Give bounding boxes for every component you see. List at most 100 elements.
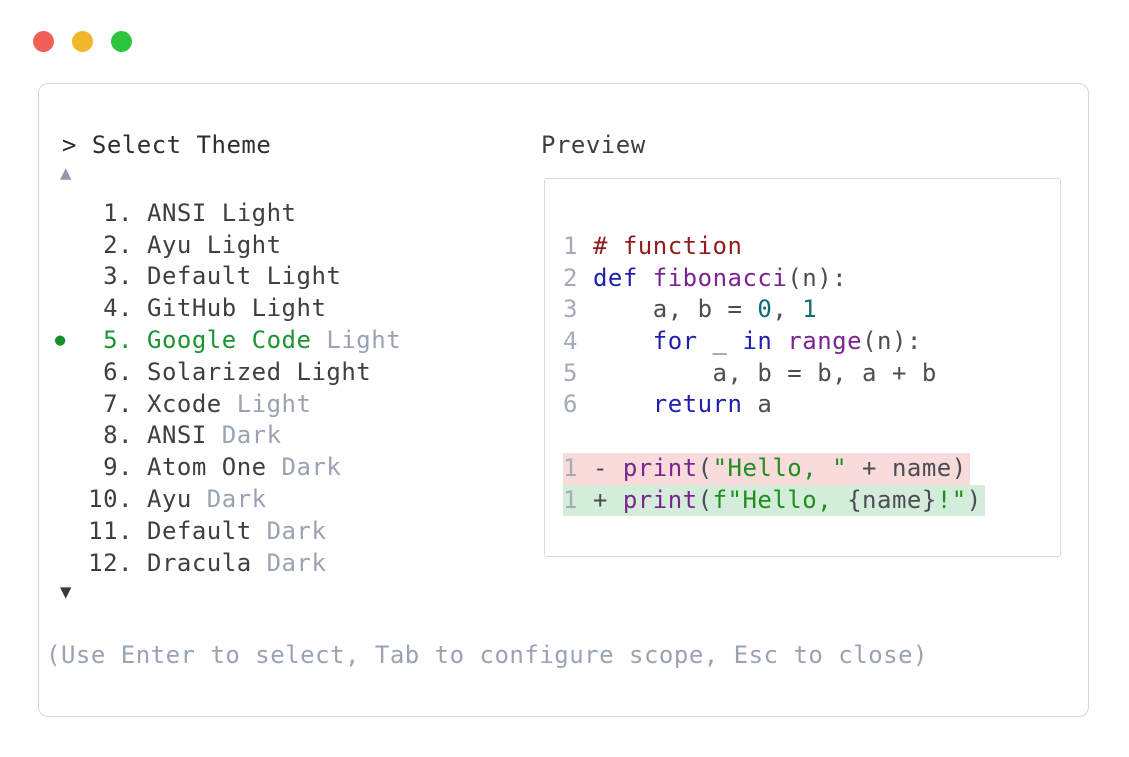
line-number: 3 bbox=[563, 295, 578, 324]
minimize-window-button[interactable] bbox=[72, 31, 93, 52]
theme-item-variant: Light bbox=[281, 357, 372, 386]
code-line-content: 1 # function bbox=[563, 231, 745, 263]
code-line-4: 4 for _ in range(n): bbox=[563, 326, 985, 358]
scroll-up-icon[interactable]: ▲ bbox=[60, 162, 72, 184]
theme-item-name: Ayu bbox=[147, 485, 192, 514]
token-str: "Hello, " bbox=[712, 453, 848, 482]
line-number: 2 bbox=[563, 263, 578, 292]
theme-item-6[interactable]: 6.Solarized Light bbox=[39, 356, 509, 388]
window-controls bbox=[33, 31, 132, 52]
zoom-window-button[interactable] bbox=[111, 31, 132, 52]
code-line-content: 6 return a bbox=[563, 389, 775, 421]
token-comment: # function bbox=[592, 232, 743, 260]
line-number: 1 bbox=[563, 232, 578, 260]
token-fn: print bbox=[622, 453, 698, 482]
theme-item-2[interactable]: 2. Ayu Light bbox=[39, 229, 509, 261]
theme-item-number: 7. bbox=[103, 389, 133, 418]
theme-item-number: 5. bbox=[103, 326, 133, 355]
theme-item-name: Xcode bbox=[147, 389, 222, 418]
token-str: !" bbox=[936, 485, 967, 514]
scroll-down-icon[interactable]: ▼ bbox=[60, 581, 72, 603]
line-number: 5 bbox=[563, 358, 578, 387]
token-kw: in bbox=[742, 327, 773, 356]
code-line-5: 5 a, b = b, a + b bbox=[563, 358, 985, 390]
token-plain: a, b = b, a + b bbox=[592, 358, 937, 387]
token-fn: print bbox=[622, 485, 698, 514]
theme-item-name: Google Code bbox=[147, 326, 312, 355]
theme-item-number: 6. bbox=[103, 357, 133, 386]
code-line-content: 5 a, b = b, a + b bbox=[563, 358, 940, 390]
theme-item-10[interactable]: 10.Ayu Dark bbox=[39, 483, 509, 515]
theme-item-4[interactable]: 4.GitHub Light bbox=[39, 292, 509, 324]
theme-item-12[interactable]: 12. Dracula Dark bbox=[39, 547, 509, 579]
diff-ins-line: 1 + print(f"Hello, {name}!") bbox=[563, 484, 985, 517]
line-number: 1 bbox=[563, 485, 578, 514]
theme-item-11[interactable]: 11.Default Dark bbox=[39, 515, 509, 547]
theme-item-name: Ayu bbox=[147, 230, 192, 259]
theme-item-number: 8. bbox=[103, 421, 133, 450]
theme-item-variant: Light bbox=[191, 230, 282, 259]
code-line-1: 1 # function bbox=[563, 231, 985, 263]
theme-item-number: 9. bbox=[103, 453, 133, 482]
theme-item-name: ANSI bbox=[147, 421, 207, 450]
token-kw: return bbox=[652, 390, 743, 419]
theme-item-7[interactable]: 7. Xcode Light bbox=[39, 388, 509, 420]
theme-item-variant: Dark bbox=[266, 453, 342, 482]
theme-item-name: Dracula bbox=[147, 548, 252, 577]
theme-item-number: 10. bbox=[88, 485, 133, 514]
theme-item-5[interactable]: ●5.Google Code Light bbox=[39, 324, 509, 356]
theme-item-8[interactable]: 8. ANSI Dark bbox=[39, 420, 509, 452]
token-plain: + bbox=[592, 485, 623, 514]
theme-item-9[interactable]: 9. Atom One Dark bbox=[39, 451, 509, 483]
token-plain: a, b = bbox=[592, 295, 758, 324]
token-fn: fibonacci bbox=[652, 263, 788, 292]
theme-item-name: Atom One bbox=[147, 453, 267, 482]
token-plain: ) bbox=[951, 453, 967, 482]
token-plain bbox=[772, 327, 787, 355]
token-plain: a bbox=[742, 390, 773, 419]
token-str: f"Hello, bbox=[712, 485, 848, 514]
theme-item-number: 3. bbox=[103, 262, 133, 291]
token-fn: range bbox=[787, 327, 863, 356]
token-plain: _ bbox=[697, 327, 743, 356]
theme-item-variant: Dark bbox=[206, 421, 282, 450]
close-window-button[interactable] bbox=[33, 31, 54, 52]
theme-item-3[interactable]: 3.Default Light bbox=[39, 261, 509, 293]
theme-item-name: Default bbox=[147, 516, 252, 545]
token-plain: ( bbox=[697, 485, 713, 514]
theme-item-name: GitHub bbox=[147, 294, 237, 323]
line-number: 6 bbox=[563, 390, 578, 419]
theme-item-1[interactable]: 1.ANSI Light bbox=[39, 197, 509, 229]
token-plain: (n): bbox=[787, 263, 848, 292]
selected-bullet-icon: ● bbox=[55, 330, 66, 351]
token-plain: - bbox=[592, 453, 623, 482]
token-plain: ) bbox=[966, 485, 982, 514]
token-plain: ( bbox=[697, 453, 713, 482]
theme-item-number: 11. bbox=[88, 516, 133, 545]
keyboard-hint-text: (Use Enter to select, Tab to configure s… bbox=[46, 641, 929, 669]
code-line-3: 3 a, b = 0, 1 bbox=[563, 294, 985, 326]
theme-item-number: 12. bbox=[88, 548, 133, 577]
theme-item-variant: Dark bbox=[251, 548, 327, 577]
token-plain: (n): bbox=[862, 327, 922, 356]
line-number: 1 bbox=[563, 453, 578, 482]
theme-item-variant: Light bbox=[221, 389, 312, 418]
theme-item-name: ANSI bbox=[147, 198, 207, 227]
code-line-diff-2: 1 + print(f"Hello, {name}!") bbox=[563, 484, 985, 517]
preview-label: Preview bbox=[541, 131, 646, 159]
select-theme-prompt: > Select Theme bbox=[62, 131, 272, 159]
token-plain: {name} bbox=[847, 485, 937, 514]
theme-item-number: 1. bbox=[103, 198, 133, 227]
theme-item-variant: Light bbox=[236, 294, 327, 323]
code-line-6: 6 return a bbox=[563, 389, 985, 421]
diff-del-line: 1- print("Hello, " + name) bbox=[563, 452, 970, 485]
theme-item-variant: Light bbox=[251, 262, 342, 291]
token-num: 0 bbox=[757, 295, 773, 324]
token-plain bbox=[593, 327, 653, 355]
theme-item-number: 2. bbox=[103, 230, 133, 259]
line-number: 4 bbox=[563, 327, 578, 356]
